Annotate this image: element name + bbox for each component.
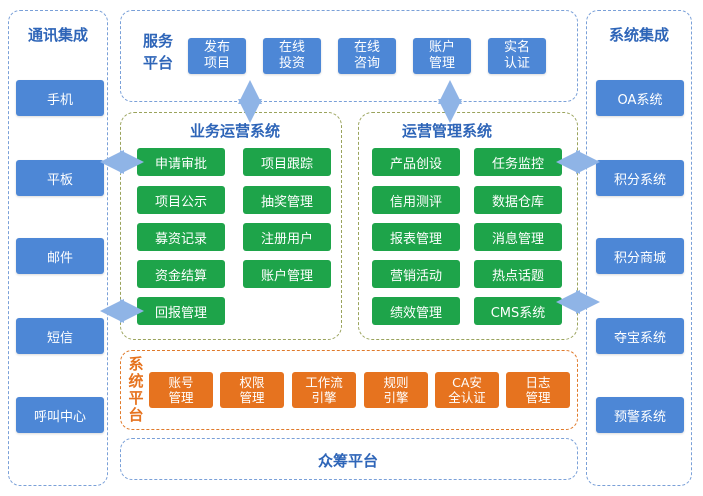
comm-integration-title: 通讯集成 <box>27 26 88 44</box>
system-platform-panel <box>120 350 578 430</box>
comm-item-tablet[interactable]: 平板 <box>16 160 104 196</box>
platform-item-workflow[interactable]: 工作流 引擎 <box>292 372 356 408</box>
ops-item-2[interactable]: 信用测评 <box>372 186 460 214</box>
ops-item-3[interactable]: 数据仓库 <box>474 186 562 214</box>
ops-item-0[interactable]: 产品创设 <box>372 148 460 176</box>
sys-item-treasure[interactable]: 夺宝系统 <box>596 318 684 354</box>
ops-management-title: 运营管理系统 <box>402 122 493 140</box>
service-item-invest[interactable]: 在线 投资 <box>263 38 321 74</box>
system-integration-title: 系统集成 <box>608 26 669 44</box>
sys-item-points-mall[interactable]: 积分商城 <box>596 238 684 274</box>
service-platform-title: 服务 平台 <box>142 32 173 72</box>
crowdfunding-panel <box>120 438 578 480</box>
ops-item-7[interactable]: 热点话题 <box>474 260 562 288</box>
crowdfunding-title: 众筹平台 <box>318 452 379 470</box>
biz-item-1[interactable]: 项目跟踪 <box>243 148 331 176</box>
platform-item-log[interactable]: 日志 管理 <box>506 372 570 408</box>
ops-item-5[interactable]: 消息管理 <box>474 223 562 251</box>
ops-item-4[interactable]: 报表管理 <box>372 223 460 251</box>
service-item-realname[interactable]: 实名 认证 <box>488 38 546 74</box>
system-integration-panel <box>586 10 692 486</box>
comm-integration-panel <box>8 10 108 486</box>
platform-item-ca[interactable]: CA安 全认证 <box>435 372 499 408</box>
service-platform-panel <box>120 10 578 102</box>
business-ops-title: 业务运营系统 <box>190 122 281 140</box>
biz-item-6[interactable]: 资金结算 <box>137 260 225 288</box>
sys-item-points[interactable]: 积分系统 <box>596 160 684 196</box>
biz-item-8[interactable]: 回报管理 <box>137 297 225 325</box>
service-item-account[interactable]: 账户 管理 <box>413 38 471 74</box>
sys-item-warning[interactable]: 预警系统 <box>596 397 684 433</box>
biz-item-5[interactable]: 注册用户 <box>243 223 331 251</box>
ops-item-9[interactable]: CMS系统 <box>474 297 562 325</box>
ops-item-6[interactable]: 营销活动 <box>372 260 460 288</box>
service-item-publish[interactable]: 发布 项目 <box>188 38 246 74</box>
sys-item-oa[interactable]: OA系统 <box>596 80 684 116</box>
biz-item-2[interactable]: 项目公示 <box>137 186 225 214</box>
comm-item-callcenter[interactable]: 呼叫中心 <box>16 397 104 433</box>
comm-item-phone[interactable]: 手机 <box>16 80 104 116</box>
biz-item-3[interactable]: 抽奖管理 <box>243 186 331 214</box>
platform-item-rules[interactable]: 规则 引擎 <box>364 372 428 408</box>
platform-item-account[interactable]: 账号 管理 <box>149 372 213 408</box>
ops-management-panel <box>358 112 578 340</box>
ops-item-1[interactable]: 任务监控 <box>474 148 562 176</box>
system-platform-title: 系 统 平 台 <box>128 355 144 424</box>
biz-item-7[interactable]: 账户管理 <box>243 260 331 288</box>
biz-item-0[interactable]: 申请审批 <box>137 148 225 176</box>
comm-item-email[interactable]: 邮件 <box>16 238 104 274</box>
business-ops-panel <box>120 112 342 340</box>
comm-item-sms[interactable]: 短信 <box>16 318 104 354</box>
ops-item-8[interactable]: 绩效管理 <box>372 297 460 325</box>
biz-item-4[interactable]: 募资记录 <box>137 223 225 251</box>
service-item-consult[interactable]: 在线 咨询 <box>338 38 396 74</box>
platform-item-permission[interactable]: 权限 管理 <box>220 372 284 408</box>
